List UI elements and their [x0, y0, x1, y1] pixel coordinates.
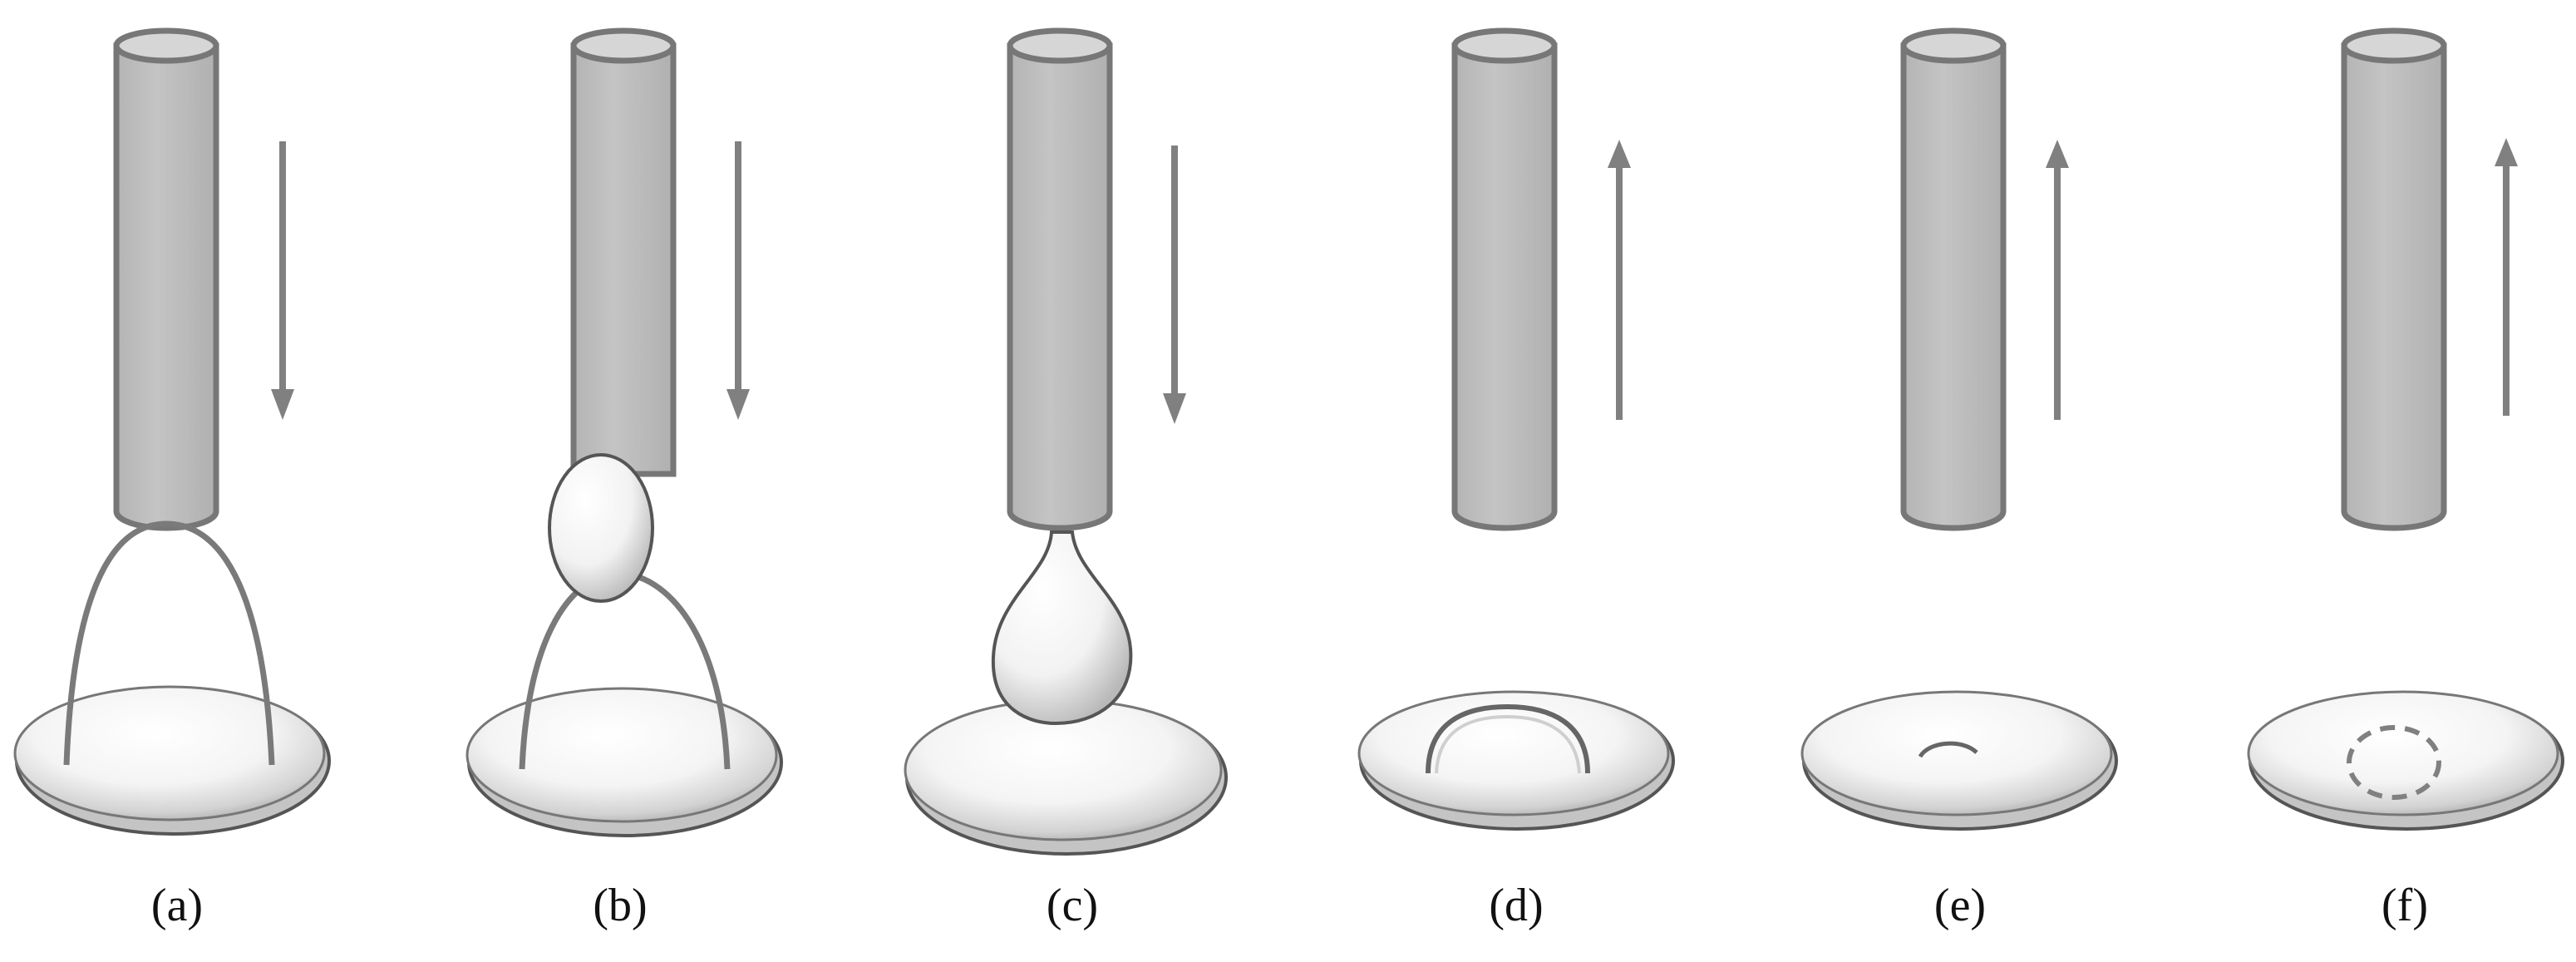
arrow-down-icon [271, 141, 294, 420]
panel-label-b: (b) [593, 880, 647, 931]
residual-arc [1426, 703, 1590, 774]
rod [1007, 27, 1113, 531]
pad [2247, 690, 2564, 831]
pad [13, 685, 331, 836]
panel-label-f: (f) [2381, 880, 2428, 931]
panel-a [13, 27, 331, 836]
arrow-up-icon [2495, 138, 2518, 416]
panel-label-c: (c) [1047, 880, 1098, 931]
panel-label-a: (a) [151, 880, 203, 931]
panel-e [1800, 27, 2118, 831]
pad [1357, 690, 1675, 831]
bead [548, 453, 654, 603]
panel-d [1357, 27, 1675, 831]
pad [465, 687, 783, 837]
panel-f [2247, 27, 2564, 831]
arrow-down-icon [727, 141, 750, 420]
rod [1451, 27, 1558, 531]
rod [1900, 27, 2007, 531]
arrow-up-icon [2046, 140, 2069, 420]
dashed-ring [2347, 725, 2441, 800]
panel-label-d: (d) [1489, 880, 1543, 931]
fiber-arch [63, 520, 275, 766]
rod [2341, 27, 2447, 531]
rod [570, 27, 677, 477]
pendant-drop [991, 530, 1133, 726]
panel-b [465, 27, 783, 837]
pad [1800, 690, 2118, 831]
small-residue [1918, 741, 1978, 758]
panel-c [904, 27, 1228, 856]
arrow-down-icon [1163, 146, 1186, 424]
rod [113, 27, 219, 531]
panel-label-e: (e) [1934, 880, 1986, 931]
arrow-up-icon [1608, 140, 1631, 420]
